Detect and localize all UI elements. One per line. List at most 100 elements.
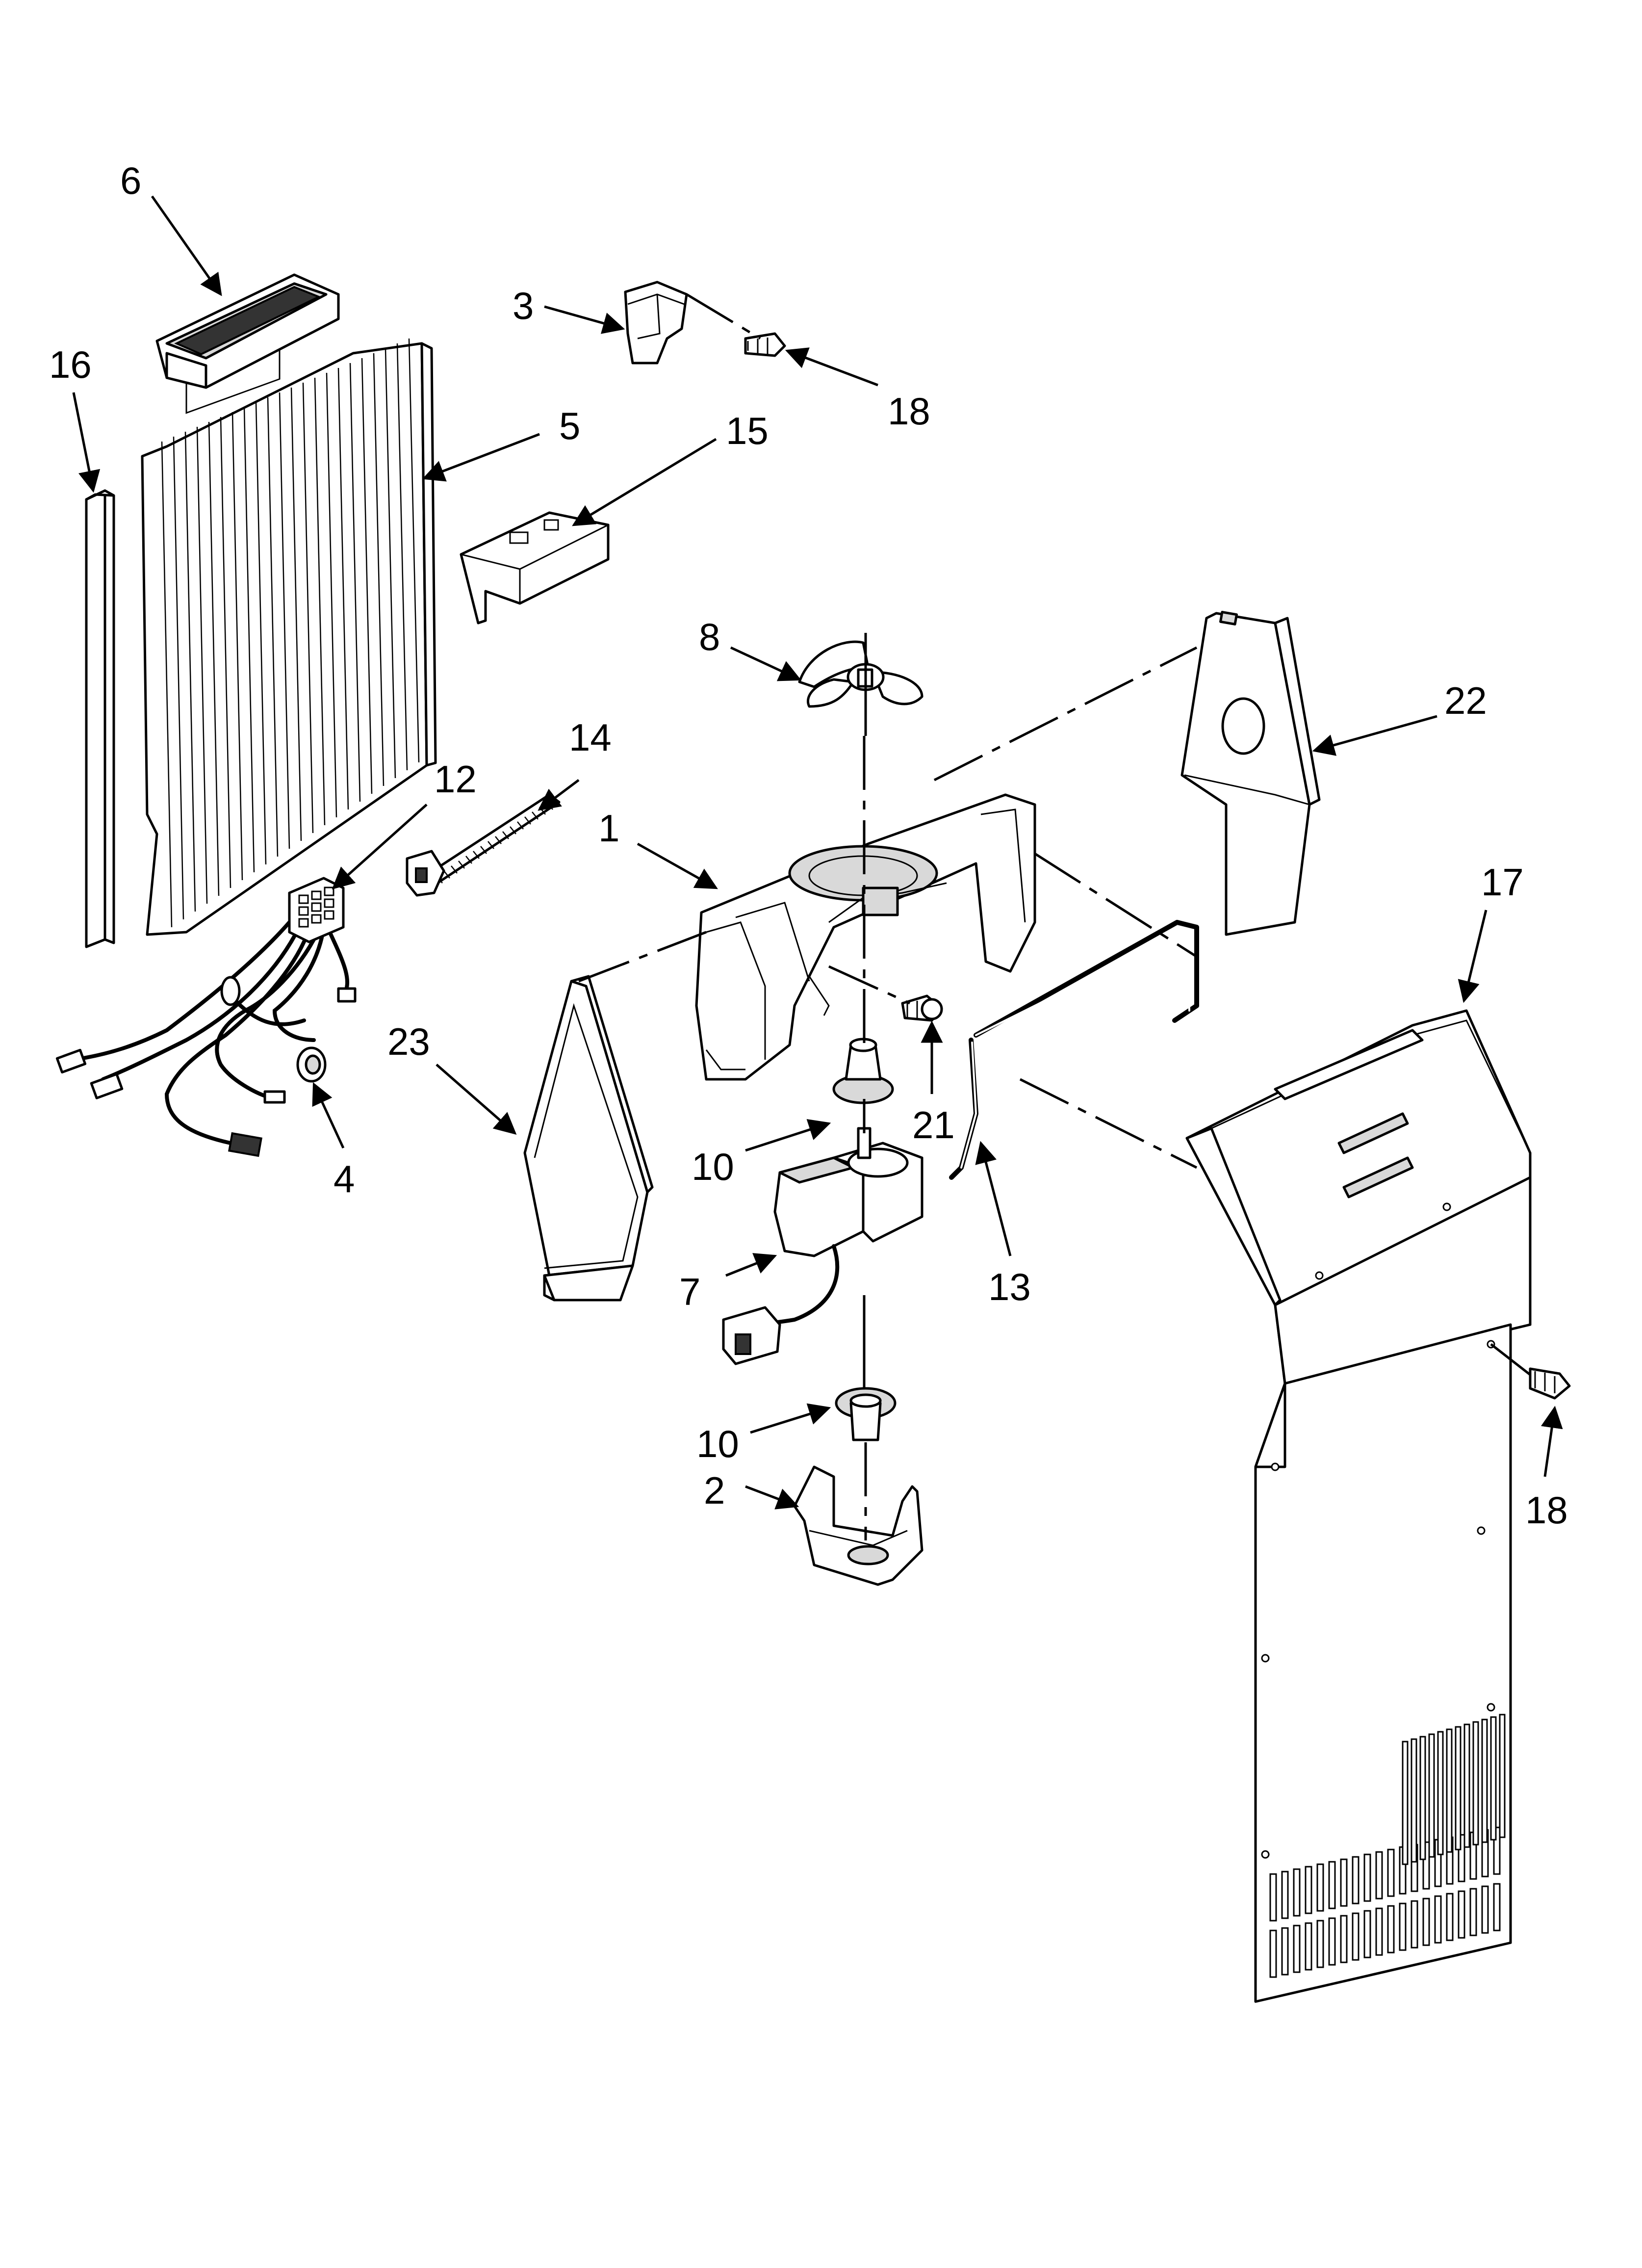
vent-slot [1340, 1915, 1348, 1963]
callout-14: 14 [569, 716, 612, 759]
part-21-screw [901, 994, 943, 1022]
vent-slot [1375, 1907, 1383, 1956]
part-15-bracket [460, 511, 610, 625]
vent-slot [1363, 1910, 1371, 1958]
vent-slot [1493, 1883, 1501, 1931]
vent-slot [1458, 1890, 1465, 1939]
connector-pin [324, 910, 334, 920]
leader-1 [637, 842, 718, 889]
vent-slot [1434, 1895, 1442, 1944]
tie-tooth [502, 831, 509, 839]
vent-slot [1399, 1903, 1407, 1951]
part-18-screw-top [744, 332, 786, 357]
leader-14 [538, 779, 580, 811]
cover-rib [267, 397, 279, 857]
part-14-cable-tie [406, 793, 561, 897]
callout-7: 7 [679, 1270, 700, 1313]
cover-rib [385, 348, 396, 779]
callout-5: 5 [559, 404, 580, 447]
cover-rib [161, 441, 173, 928]
callout-15: 15 [726, 409, 769, 452]
leader-23 [436, 1064, 517, 1135]
vent-slot [1269, 1873, 1277, 1922]
callout-6: 6 [120, 159, 141, 202]
leader-7 [725, 1253, 777, 1277]
connector-pin [324, 898, 334, 908]
cover-rib [361, 358, 373, 794]
vent-slot [1469, 1888, 1477, 1936]
leader-3 [544, 305, 625, 334]
leader-18-top [785, 347, 878, 387]
part-17-rear-cover [1185, 1009, 1532, 2003]
callout-12: 12 [434, 757, 477, 801]
vent-slot [1481, 1719, 1488, 1843]
vent-slot [1411, 1900, 1418, 1949]
cover-rib [408, 338, 420, 763]
part-3-clip [624, 281, 688, 365]
tie-tooth [524, 816, 531, 825]
tie-tooth [458, 860, 465, 869]
vent-slot [1293, 1925, 1301, 1973]
cover-rib [208, 421, 220, 896]
vent-slot [1411, 1738, 1417, 1863]
cover-rib [184, 431, 196, 912]
part-10-motor-mount-lower [835, 1387, 897, 1441]
alignment-line-21 [828, 965, 911, 1005]
callout-labels: 6 16 3 18 5 15 8 22 14 12 1 17 23 4 21 1… [49, 159, 1568, 1532]
leader-arrows [72, 195, 1563, 1510]
tie-tooth [495, 836, 502, 844]
tie-tooth [487, 841, 494, 849]
leader-6 [151, 195, 222, 296]
callout-1: 1 [598, 807, 619, 850]
callout-10-lower: 10 [696, 1422, 739, 1465]
vent-slot [1455, 1726, 1462, 1851]
alignment-line-3-18 [686, 293, 761, 340]
vent-slot [1305, 1922, 1312, 1971]
leader-4 [312, 1082, 345, 1149]
cover-rib [302, 382, 314, 834]
leader-18-right [1540, 1406, 1563, 1477]
cover-rib [349, 363, 361, 802]
vent-slot [1387, 1905, 1395, 1954]
cover-rib [337, 367, 349, 810]
cover-rib [373, 353, 385, 786]
tie-tooth [465, 856, 472, 864]
cover-rib [396, 343, 408, 771]
vent-slot [1387, 1849, 1395, 1897]
tie-tooth [443, 870, 450, 879]
tie-tooth [473, 851, 480, 859]
part-1-fan-shroud [695, 793, 1036, 1081]
vent-slot [1437, 1731, 1444, 1855]
part-7-fan-motor [722, 1099, 924, 1388]
callout-13: 13 [988, 1265, 1031, 1308]
vent-slot [1428, 1733, 1435, 1858]
vent-slot [1316, 1920, 1324, 1968]
part-6-top-bracket [155, 273, 340, 389]
part-2-motor-bracket [793, 1442, 924, 1586]
tie-tooth [517, 821, 524, 830]
connector-pin [324, 886, 334, 896]
connector-pin [298, 906, 309, 916]
vent-slot [1419, 1736, 1426, 1860]
cover-rib [220, 417, 231, 888]
tie-tooth [510, 826, 516, 834]
cover-rib [255, 402, 267, 865]
leader-10-lower [750, 1403, 831, 1434]
vent-slot [1281, 1927, 1289, 1976]
cover-rib [243, 407, 255, 873]
vent-slot [1481, 1885, 1489, 1934]
vent-slot [1422, 1898, 1430, 1946]
connector-pin [298, 918, 309, 928]
vent-slot [1340, 1858, 1348, 1907]
leader-16 [72, 392, 101, 493]
leader-15 [572, 438, 717, 526]
vent-slot [1375, 1851, 1383, 1900]
leader-10-upper [745, 1119, 831, 1152]
callout-3: 3 [513, 284, 534, 327]
vent-slot [1328, 1861, 1336, 1909]
callout-18-top: 18 [888, 390, 930, 433]
alignment-lines [578, 646, 1198, 1169]
part-8-fan-blade [798, 633, 924, 736]
